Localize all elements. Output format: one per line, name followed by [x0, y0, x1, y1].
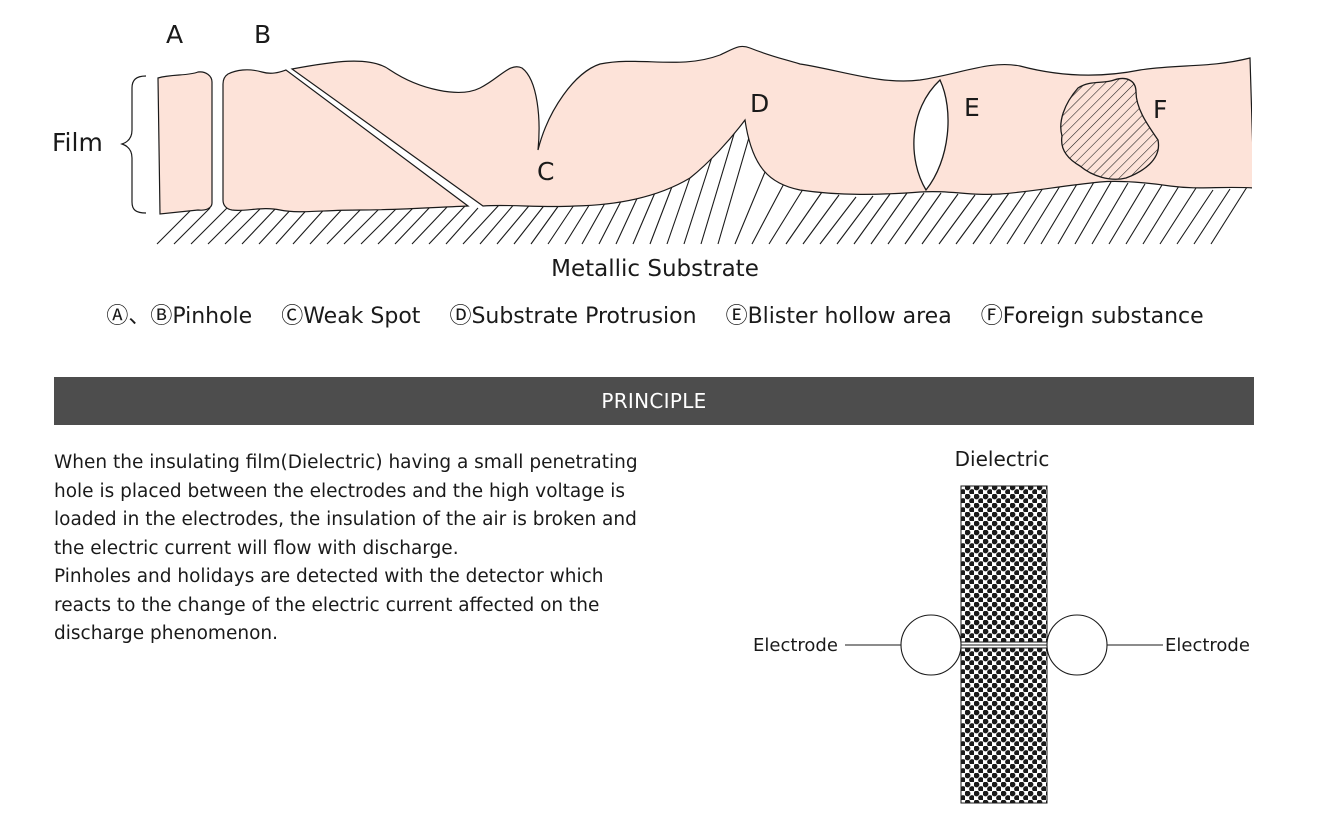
defect-legend: Ⓐ、ⒷPinhole ⒸWeak Spot ⒹSubstrate Protrus…: [0, 298, 1310, 330]
legend-item-pinhole: Ⓐ、ⒷPinhole: [106, 304, 253, 329]
point-label-d: D: [750, 89, 769, 118]
point-label-e: E: [964, 93, 980, 122]
film-segment-main: [290, 45, 1255, 208]
principle-paragraph: When the insulating film(Dielectric) hav…: [54, 452, 638, 559]
foreign-substance: [1060, 77, 1160, 180]
left-electrode: [900, 614, 962, 676]
point-label-a: A: [166, 20, 183, 49]
film-segment-b: [222, 69, 470, 213]
film-segment-a: [157, 71, 213, 215]
point-label-c: C: [537, 157, 554, 186]
substrate-label: Metallic Substrate: [551, 256, 759, 282]
legend-item-blister: ⒺBlister hollow area: [725, 304, 952, 329]
principle-description: When the insulating film(Dielectric) hav…: [54, 449, 654, 649]
dielectric-title: Dielectric: [955, 447, 1050, 471]
film-label: Film: [52, 128, 103, 157]
principle-paragraph: Pinholes and holidays are detected with …: [54, 566, 604, 644]
legend-item-foreign-substance: ⒻForeign substance: [980, 304, 1204, 329]
left-electrode-label: Electrode: [753, 635, 838, 656]
principle-title: PRINCIPLE: [601, 389, 707, 413]
right-electrode-label: Electrode: [1165, 635, 1250, 656]
principle-header: PRINCIPLE: [54, 377, 1254, 425]
dielectric-lower: [960, 647, 1048, 804]
dielectric-upper: [960, 485, 1048, 643]
legend-item-substrate-protrusion: ⒹSubstrate Protrusion: [449, 304, 697, 329]
point-label-b: B: [254, 20, 271, 49]
dielectric-electrode-diagram: Dielectric Electrode Electrode: [753, 447, 1250, 804]
film-defect-diagram: Film A B C D E F: [52, 20, 1258, 245]
point-label-f: F: [1153, 95, 1167, 124]
legend-item-weak-spot: ⒸWeak Spot: [281, 304, 421, 329]
blister-hollow: [913, 78, 949, 192]
right-electrode: [1046, 614, 1108, 676]
film-bracket: [120, 75, 147, 214]
